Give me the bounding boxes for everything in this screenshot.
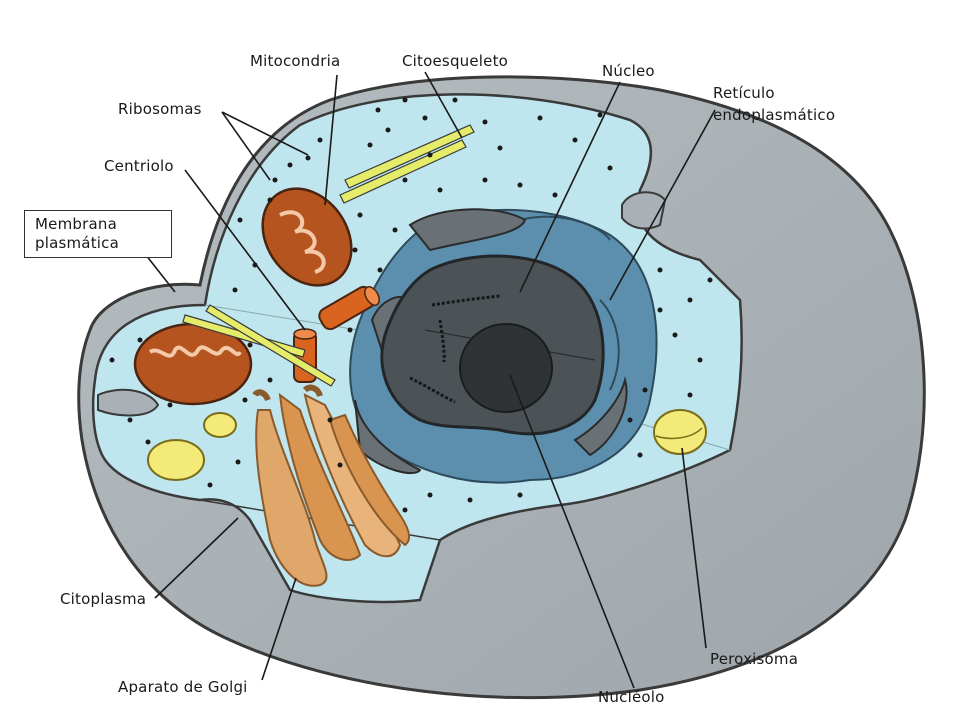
label-citoplasma: Citoplasma xyxy=(60,590,147,608)
leader-lines xyxy=(141,71,716,689)
label-mitocondria: Mitocondria xyxy=(250,52,341,70)
rer-cisterna xyxy=(408,208,527,252)
golgi-apparatus xyxy=(252,384,411,587)
label-centriolo: Centriolo xyxy=(104,157,174,175)
leader-line-centriolo xyxy=(184,169,306,331)
leader-line-nucleo xyxy=(519,81,621,293)
leader-line-mitocondria xyxy=(324,74,338,206)
label-citoesqueleto: Citoesqueleto xyxy=(402,52,509,70)
leader-line-golgi xyxy=(261,577,297,681)
chromatin-strand xyxy=(409,376,456,404)
label-peroxisoma: Peroxisoma xyxy=(710,650,799,668)
leader-line-ribosomas-b xyxy=(221,111,309,156)
label-aparato-golgi: Aparato de Golgi xyxy=(118,678,248,696)
cytoskeleton-fibers xyxy=(182,124,475,387)
mitochondrion xyxy=(261,187,353,287)
leader-line-citoesqueleto xyxy=(424,71,463,139)
endoplasmic-reticulum-fold xyxy=(599,299,620,391)
label-membrana-plasmatica: Membrana plasmática xyxy=(24,210,172,258)
vesicle xyxy=(203,412,237,438)
label-reticulo-line1: Retículo xyxy=(713,84,775,102)
leader-line-reticulo xyxy=(609,109,716,301)
chromatin-strand xyxy=(431,294,501,307)
rer-cisterna xyxy=(354,399,422,475)
label-membrana-line2: plasmática xyxy=(35,234,119,252)
label-nucleolo: Nucléolo xyxy=(598,688,665,706)
vesicle xyxy=(147,439,205,481)
label-ribosomas: Ribosomas xyxy=(118,100,202,118)
nucleolus xyxy=(459,323,553,413)
label-membrana-line1: Membrana xyxy=(35,215,117,233)
mitochondrion xyxy=(133,322,253,406)
membrane-notch xyxy=(621,191,667,230)
leader-line-peroxisoma xyxy=(681,447,707,649)
centriole xyxy=(318,285,380,331)
leader-line-citoplasma xyxy=(154,517,239,599)
label-reticulo-line2: endoplasmático xyxy=(713,106,836,124)
peroxisome xyxy=(653,409,707,455)
membrane-fold xyxy=(97,388,160,417)
endoplasmic-reticulum-fold xyxy=(519,215,611,241)
rer-cisterna xyxy=(573,376,628,457)
leader-line-ribosomas-a xyxy=(221,111,271,181)
leader-line-nucleolo xyxy=(509,374,635,689)
label-nucleo: Núcleo xyxy=(602,62,655,80)
chromatin-strand xyxy=(438,319,446,363)
